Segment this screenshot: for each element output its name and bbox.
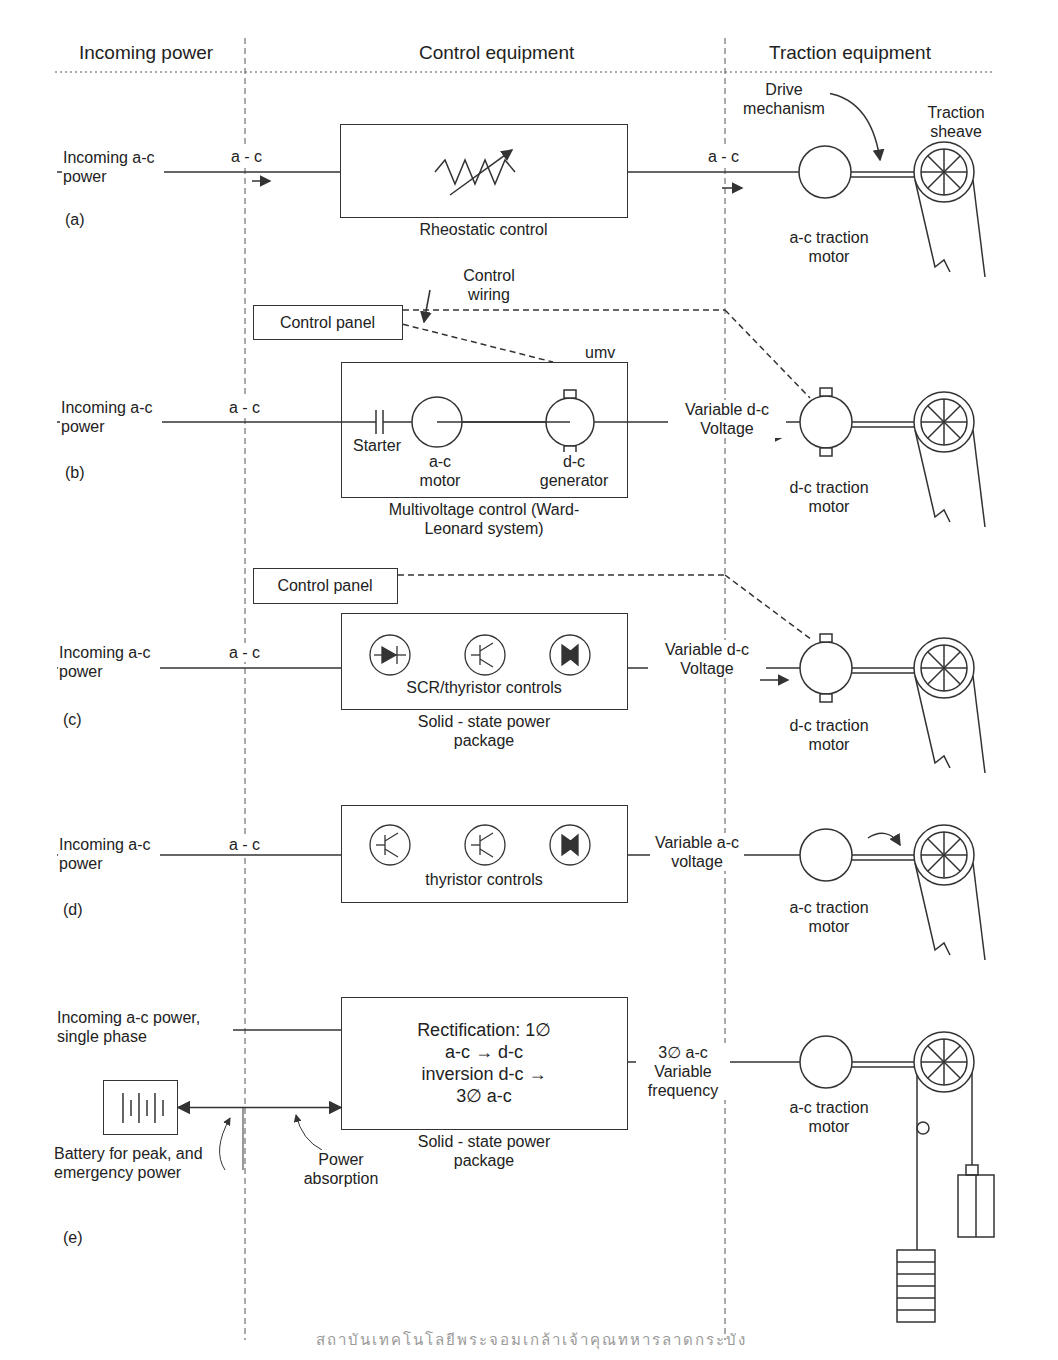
part-label: Incoming a-c power, single phase [56, 1008, 233, 1046]
battery-box: Battery for peak, and emergency power [103, 1080, 178, 1135]
part-label: Traction sheave [912, 103, 1000, 141]
part-label: a-c traction motor [786, 228, 872, 266]
part-label: Variable a-c voltage [650, 833, 744, 871]
part-label: a - c [228, 398, 261, 417]
node-label: Multivoltage control (Ward-Leonard syste… [374, 500, 594, 538]
inverter-box: Rectification: 1∅ a-c → d-c inversion d-… [341, 997, 628, 1130]
node-label: Battery for peak, and emergency power [54, 1144, 214, 1182]
node-label: Control panel [258, 576, 393, 595]
node-caption: Solid - state power package [399, 1132, 569, 1170]
part-label: Drive mechanism [738, 80, 830, 118]
node-label: SCR/thyristor controls [354, 678, 614, 697]
part-label: (d) [62, 900, 84, 919]
rheostat-box: Rheostatic control [340, 124, 628, 218]
node-label: Rheostatic control [384, 220, 584, 239]
part-label: (c) [62, 710, 83, 729]
part-label: d-c generator [536, 452, 612, 490]
node-label: Control panel [258, 313, 398, 332]
node-label: Rectification: 1∅ a-c → d-c inversion d-… [414, 1019, 554, 1107]
part-label: Incoming a-c power [58, 835, 160, 873]
part-label: Starter [352, 436, 402, 455]
part-label: a - c [228, 835, 261, 854]
connector [178, 1107, 341, 1109]
watermark: สถาบันเทคโนโลยีพระจอมเกล้าเจ้าคุณทหารลาด… [230, 1330, 832, 1349]
node-label: thyristor controls [354, 870, 614, 889]
thyristor-box: thyristor controls [341, 805, 628, 903]
part-label: Control wiring [448, 266, 530, 304]
part-label: Variable d-c Voltage [648, 640, 766, 678]
part-label: Incoming a-c power [62, 148, 164, 186]
column-header: Incoming power [78, 42, 214, 64]
part-label: umv [584, 343, 616, 362]
part-label: Variable d-c Voltage [668, 400, 786, 438]
part-label: a-c traction motor [786, 1098, 872, 1136]
part-label: a - c [230, 147, 263, 166]
part-label: a-c traction motor [786, 898, 872, 936]
part-label: (a) [64, 210, 86, 229]
part-label: a - c [228, 643, 261, 662]
part-label: Incoming a-c power [60, 398, 162, 436]
part-label: 3∅ a-c Variable frequency [636, 1043, 730, 1100]
part-label: Power absorption [300, 1150, 382, 1188]
control-panel-box: Control panel [253, 305, 403, 340]
part-label: d-c traction motor [786, 478, 872, 516]
part-label: (b) [64, 463, 86, 482]
connector [403, 324, 553, 362]
solid-state-box: SCR/thyristor controlsSolid - state powe… [341, 613, 628, 710]
column-header: Traction equipment [768, 42, 932, 64]
part-label: Incoming a-c power [58, 643, 160, 681]
part-label: a-c motor [412, 452, 468, 490]
part-label: (e) [62, 1228, 84, 1247]
part-label: a - c [707, 147, 740, 166]
control-panel-box: Control panel [253, 568, 398, 604]
node-caption: Solid - state power package [399, 712, 569, 750]
part-label: d-c traction motor [786, 716, 872, 754]
column-header: Control equipment [418, 42, 575, 64]
